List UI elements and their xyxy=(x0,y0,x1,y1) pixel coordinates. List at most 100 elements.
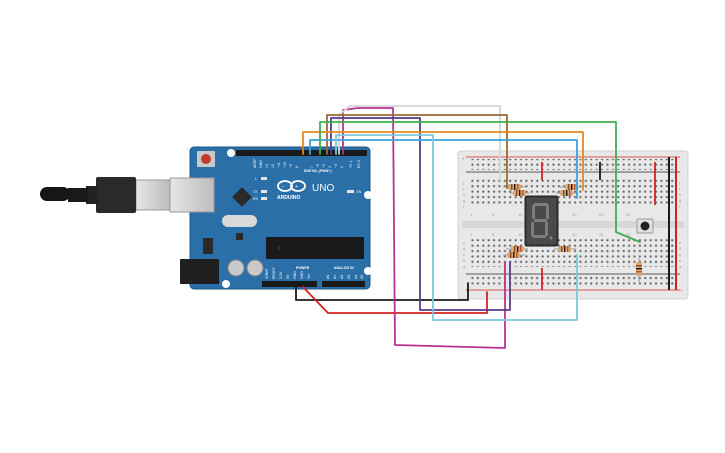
column-number: 25 xyxy=(599,232,604,237)
push-button[interactable] xyxy=(636,218,654,234)
capacitor xyxy=(246,259,264,277)
wire-purple[interactable] xyxy=(330,117,511,311)
resistor[interactable] xyxy=(554,246,576,252)
led-on xyxy=(347,190,354,193)
resistor[interactable] xyxy=(506,246,528,252)
usb-cable-wire xyxy=(40,187,70,201)
pin-label: ~9 xyxy=(289,164,293,168)
pin-label: GND xyxy=(259,160,263,168)
rail-holes-top xyxy=(470,159,675,170)
row-letter: b xyxy=(463,258,466,263)
pin-label: RESET xyxy=(272,266,276,279)
pin-label: GND xyxy=(293,271,297,279)
pin-label: 13 xyxy=(265,164,269,168)
pin-label: A1 xyxy=(333,275,337,279)
led-rx-label: RX xyxy=(253,197,259,201)
row-letter: j xyxy=(462,180,464,185)
column-number: 10 xyxy=(518,232,523,237)
pin-label: 4 xyxy=(328,166,332,168)
wire-brown[interactable] xyxy=(326,114,508,189)
column-number: 10 xyxy=(518,212,523,217)
pin-label: A2 xyxy=(340,275,344,279)
rail-jumpers xyxy=(541,157,677,290)
wire-blue[interactable] xyxy=(309,139,578,199)
pin-label: TX 1 xyxy=(349,161,353,168)
reset-button-cap[interactable] xyxy=(201,154,211,164)
column-number: 5 xyxy=(492,212,495,217)
led-rx xyxy=(261,197,267,200)
rail-holes-bottom xyxy=(470,276,675,287)
led-tx xyxy=(261,190,267,193)
terminal-holes-bottom xyxy=(470,239,675,267)
row-letter: c xyxy=(463,252,465,257)
resistor-pulldown[interactable] xyxy=(636,258,642,282)
usb-plug-metal xyxy=(135,179,171,211)
digital-pin-labels: AREF GND 13 12 ~11 ~10 ~9 8 7 ~6 ~5 4 ~3… xyxy=(253,159,361,168)
button-cap[interactable] xyxy=(640,221,650,231)
resistor[interactable] xyxy=(560,184,583,190)
power-jack xyxy=(180,259,219,284)
wire-orange[interactable] xyxy=(302,131,584,191)
row-letter: b xyxy=(679,258,682,263)
board-model: UNO xyxy=(312,183,334,194)
usb-plug-body xyxy=(96,177,136,213)
row-letter: d xyxy=(463,246,465,251)
row-letter: j xyxy=(678,180,680,185)
svg-text:+: + xyxy=(295,184,298,190)
svg-text:−: − xyxy=(282,184,285,190)
pin-label: ~6 xyxy=(316,164,320,168)
power-header[interactable] xyxy=(262,281,317,287)
column-number: 1 xyxy=(470,232,473,237)
row-letter: i xyxy=(463,186,464,191)
wire-magenta[interactable] xyxy=(342,107,506,349)
row-letter: a xyxy=(679,264,682,269)
pin-label: IOREF xyxy=(265,268,269,279)
arduino-uno[interactable]: L TX RX ON − + UNO ARDUINO DIGITAL (PWM~… xyxy=(169,146,372,290)
usb-port xyxy=(169,177,215,213)
resistor[interactable] xyxy=(510,190,530,196)
wire-lightblue[interactable] xyxy=(335,134,578,321)
pin-label: ~11 xyxy=(277,162,281,168)
mount-hole xyxy=(364,267,372,275)
wire-5v-red[interactable] xyxy=(302,286,488,314)
row-letter: h xyxy=(679,192,681,197)
wire-white[interactable] xyxy=(338,105,501,181)
wire-green[interactable] xyxy=(319,121,641,243)
pin-label: AREF xyxy=(253,159,257,168)
row-letter: g xyxy=(679,198,681,203)
rail-minus-label: - xyxy=(462,171,464,176)
column-number: 20 xyxy=(572,212,577,217)
row-letter: e xyxy=(679,240,682,245)
row-letter: c xyxy=(679,252,681,257)
pin-label: A3 xyxy=(347,275,351,279)
board-logo-text: ARDUINO xyxy=(277,195,300,201)
mount-hole xyxy=(222,280,230,288)
row-letter: a xyxy=(463,264,466,269)
center-channel xyxy=(462,221,684,228)
resistor[interactable] xyxy=(556,190,578,196)
pin-label: A4 xyxy=(354,275,358,279)
column-number: 20 xyxy=(572,232,577,237)
usb-chip xyxy=(232,187,252,207)
row-letter: g xyxy=(463,198,465,203)
usb-cable[interactable] xyxy=(40,177,171,213)
pin-label: ~5 xyxy=(322,164,326,168)
pin-label: A5 xyxy=(360,275,364,279)
microcontroller xyxy=(266,237,364,259)
jumper-wires xyxy=(295,105,641,349)
mount-hole xyxy=(364,191,372,199)
wire-gnd-black[interactable] xyxy=(295,282,469,301)
row-letter: i xyxy=(679,186,680,191)
pin-label: Vin xyxy=(307,274,311,279)
pin-label: 7 xyxy=(310,166,314,168)
pin-label: ~3 xyxy=(334,164,338,168)
pin-label: 5V xyxy=(286,274,290,279)
column-number: 30 xyxy=(626,212,631,217)
digital-header[interactable] xyxy=(236,150,367,156)
pin-label: GND xyxy=(300,271,304,279)
seven-segment-display[interactable]: 8 xyxy=(524,195,559,261)
analog-header[interactable] xyxy=(322,281,365,287)
pin-label: A0 xyxy=(326,275,330,279)
power-pin-labels: IOREF RESET 3.3V 5V GND GND Vin xyxy=(265,266,311,279)
resistor[interactable] xyxy=(503,252,525,258)
